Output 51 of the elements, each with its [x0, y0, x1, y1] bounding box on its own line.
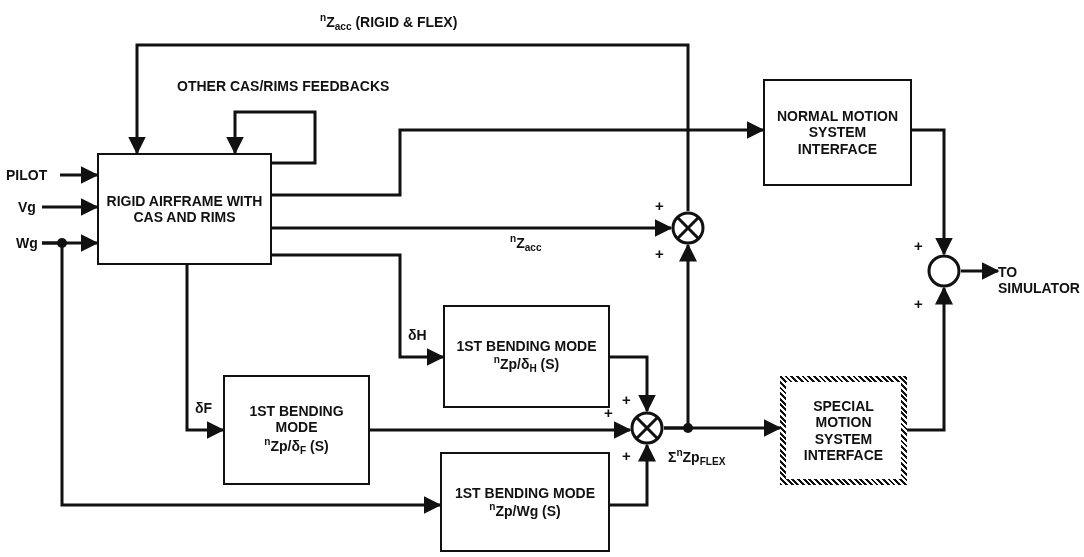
sign-label: + [655, 198, 664, 213]
edge-label: OTHER CAS/RIMS FEEDBACKS [175, 78, 392, 94]
block-label: 1ST BENDING MODE [455, 485, 595, 502]
block-label: SPECIAL MOTION SYSTEM INTERFACE [802, 398, 885, 463]
signal-arrow [610, 355, 656, 413]
transfer-function: $^{n}$Zp/δ$_{H}$ (S) [493, 354, 560, 376]
sign-label: + [914, 296, 923, 311]
signal-arrow [272, 253, 445, 366]
summing-junction [630, 411, 664, 445]
block-label: NORMAL MOTION SYSTEM INTERFACE [775, 108, 900, 157]
block-box [443, 305, 610, 408]
summing-junction [927, 254, 961, 288]
edge-label: $^{n}$Z$_{acc}$ (RIGID & FLEX) [318, 12, 460, 33]
block-label: 1ST BENDING MODE [456, 337, 597, 355]
block-label: RIGID AIRFRAME WITH CAS AND RIMS [105, 192, 264, 226]
signal-arrow [272, 121, 765, 197]
signal-label: Vg [18, 198, 36, 216]
signal-arrow [912, 128, 953, 256]
sign-label: + [604, 405, 613, 420]
sign-label: + [622, 448, 631, 463]
edge-label: δH [406, 327, 429, 343]
signal-arrow [272, 219, 673, 237]
signal-arrow [42, 241, 442, 514]
signal-arrow [60, 166, 99, 184]
signal-arrow [961, 262, 1000, 280]
block-box [97, 153, 272, 265]
transfer-function: $^{n}$Zp/Wg (S) [489, 501, 561, 519]
signal-arrow [907, 286, 953, 432]
block-box [440, 452, 610, 552]
summing-junction [671, 211, 705, 245]
signal-arrow [664, 243, 697, 430]
sign-label: + [655, 246, 664, 261]
signal-arrow [370, 421, 632, 439]
signal-arrow [185, 265, 225, 439]
signal-label: Wg [16, 234, 38, 252]
signal-label: PILOT [6, 166, 48, 184]
signal-arrow [128, 43, 690, 211]
edge-label: δF [193, 400, 215, 416]
signal-arrow [610, 443, 656, 507]
edge-label: Σ$^{n}$Zp$_{FLEX}$ [666, 447, 728, 468]
sign-label: + [622, 392, 631, 407]
sign-label: + [914, 238, 923, 253]
signal-label: TO SIMULATOR [998, 263, 1080, 297]
block-box [223, 375, 370, 485]
hatched-block-box [780, 376, 907, 485]
edge-label: $^{n}$Z$_{acc}$ [508, 233, 544, 254]
block-label: 1ST BENDING MODE [248, 403, 345, 436]
signal-arrow [42, 198, 99, 216]
signal-arrow [226, 110, 317, 165]
block-box [763, 79, 912, 186]
transfer-function: $^{n}$Zp/δ$_{F}$ (S) [264, 435, 329, 457]
